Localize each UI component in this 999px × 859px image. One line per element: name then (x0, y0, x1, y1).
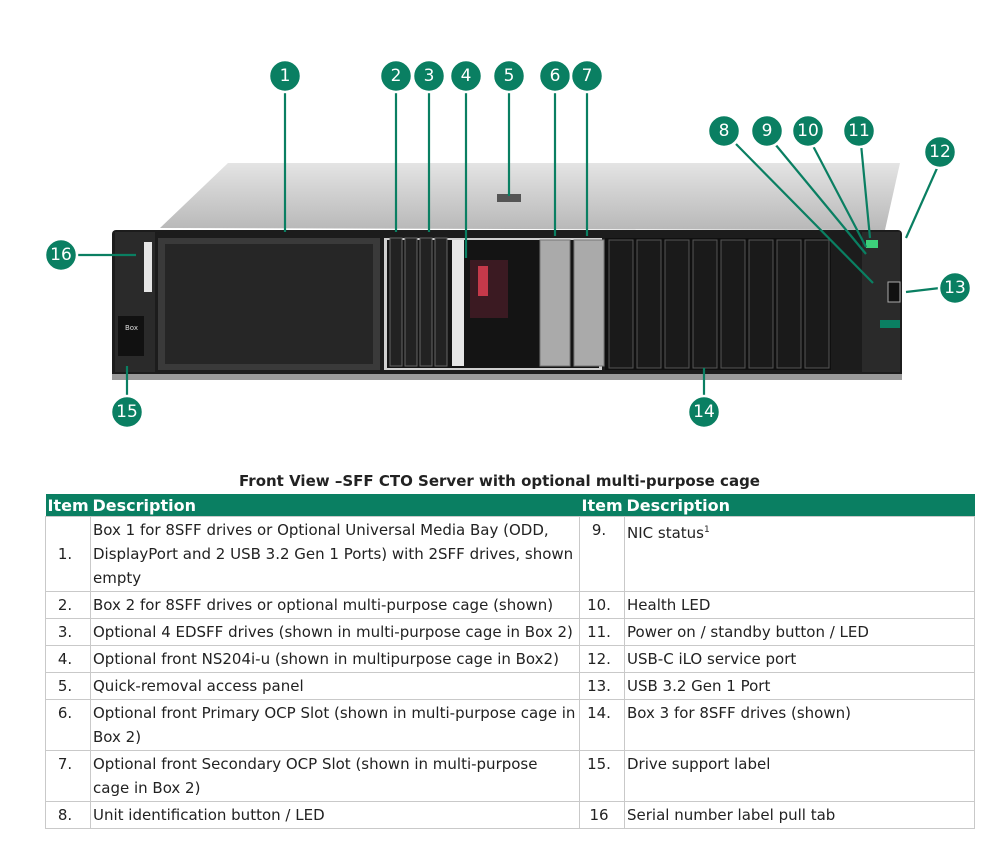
callout-9: 9 (749, 113, 785, 149)
table-row: 6. Optional front Primary OCP Slot (show… (45, 699, 975, 751)
svg-text:4: 4 (461, 66, 472, 86)
item-number: 9. (579, 516, 625, 592)
callout-5: 5 (491, 58, 527, 94)
spec-table: Item Description Item Description 1. Box… (45, 494, 975, 829)
svg-text:8: 8 (719, 121, 730, 141)
item-description: USB 3.2 Gen 1 Port (624, 672, 975, 700)
item-description: Box 1 for 8SFF drives or Optional Univer… (90, 516, 580, 592)
item-number: 10. (579, 591, 625, 619)
item-description: Optional front Primary OCP Slot (shown i… (90, 699, 580, 751)
callout-12: 12 (922, 134, 958, 170)
item-number: 5. (45, 672, 91, 700)
item-description: Power on / standby button / LED (624, 618, 975, 646)
leader-lines (74, 92, 941, 398)
svg-text:13: 13 (944, 278, 966, 298)
header-description: Description (624, 494, 975, 517)
callout-1: 1 (267, 58, 303, 94)
svg-text:14: 14 (693, 402, 715, 422)
callout-3: 3 (411, 58, 447, 94)
item-description: NIC status1 (624, 516, 975, 592)
svg-text:1: 1 (280, 66, 291, 86)
item-number: 11. (579, 618, 625, 646)
item-description: Serial number label pull tab (624, 801, 975, 829)
item-number: 12. (579, 645, 625, 673)
item-description: Health LED (624, 591, 975, 619)
item-number: 8. (45, 801, 91, 829)
table-row: 8. Unit identification button / LED 16 S… (45, 801, 975, 829)
item-description: Box 3 for 8SFF drives (shown) (624, 699, 975, 751)
item-number: 13. (579, 672, 625, 700)
table-title: Front View –SFF CTO Server with optional… (239, 472, 760, 490)
item-description: Quick-removal access panel (90, 672, 580, 700)
svg-text:2: 2 (391, 66, 402, 86)
callout-16: 16 (43, 237, 79, 273)
svg-text:10: 10 (797, 121, 819, 141)
item-number: 7. (45, 750, 91, 802)
callout-13: 13 (937, 270, 973, 306)
svg-text:12: 12 (929, 142, 951, 162)
item-number: 6. (45, 699, 91, 751)
table-row: 2. Box 2 for 8SFF drives or optional mul… (45, 591, 975, 619)
svg-text:3: 3 (424, 66, 435, 86)
grille-pattern (165, 244, 373, 364)
table-row: 3. Optional 4 EDSFF drives (shown in mul… (45, 618, 975, 646)
item-number: 2. (45, 591, 91, 619)
svg-text:Box: Box (125, 324, 138, 332)
callout-15: 15 (109, 394, 145, 430)
svg-text:9: 9 (762, 121, 773, 141)
header-item: Item (579, 494, 625, 517)
item-number: 16 (579, 801, 625, 829)
table-row: 5. Quick-removal access panel 13. USB 3.… (45, 672, 975, 700)
item-description: USB-C iLO service port (624, 645, 975, 673)
item-number: 3. (45, 618, 91, 646)
item-description: Optional front Secondary OCP Slot (shown… (90, 750, 580, 802)
svg-text:6: 6 (550, 66, 561, 86)
footnote-marker: 1 (703, 525, 710, 535)
callout-8: 8 (706, 113, 742, 149)
server-front-view-diagram: Box (43, 58, 973, 430)
callout-14: 14 (686, 394, 722, 430)
item-description: Optional front NS204i-u (shown in multip… (90, 645, 580, 673)
callout-2: 2 (378, 58, 414, 94)
callout-10: 10 (790, 113, 826, 149)
svg-text:5: 5 (504, 66, 515, 86)
callout-7: 7 (569, 58, 605, 94)
svg-text:16: 16 (50, 245, 72, 265)
callout-6: 6 (537, 58, 573, 94)
header-description: Description (90, 494, 580, 517)
item-description: Unit identification button / LED (90, 801, 580, 829)
callout-4: 4 (448, 58, 484, 94)
table-row: 7. Optional front Secondary OCP Slot (sh… (45, 750, 975, 802)
item-description: Box 2 for 8SFF drives or optional multi-… (90, 591, 580, 619)
item-number: 15. (579, 750, 625, 802)
item-number: 14. (579, 699, 625, 751)
item-number: 4. (45, 645, 91, 673)
svg-text:7: 7 (582, 66, 593, 86)
svg-text:11: 11 (848, 121, 870, 141)
server-chassis: Box (112, 163, 902, 380)
item-description: Drive support label (624, 750, 975, 802)
table-row: 1. Box 1 for 8SFF drives or Optional Uni… (45, 516, 975, 592)
item-description: Optional 4 EDSFF drives (shown in multi-… (90, 618, 580, 646)
callout-11: 11 (841, 113, 877, 149)
table-header-row: Item Description Item Description (45, 494, 975, 517)
header-item: Item (45, 494, 91, 517)
table-row: 4. Optional front NS204i-u (shown in mul… (45, 645, 975, 673)
svg-text:15: 15 (116, 402, 138, 422)
item-number: 1. (45, 516, 91, 592)
